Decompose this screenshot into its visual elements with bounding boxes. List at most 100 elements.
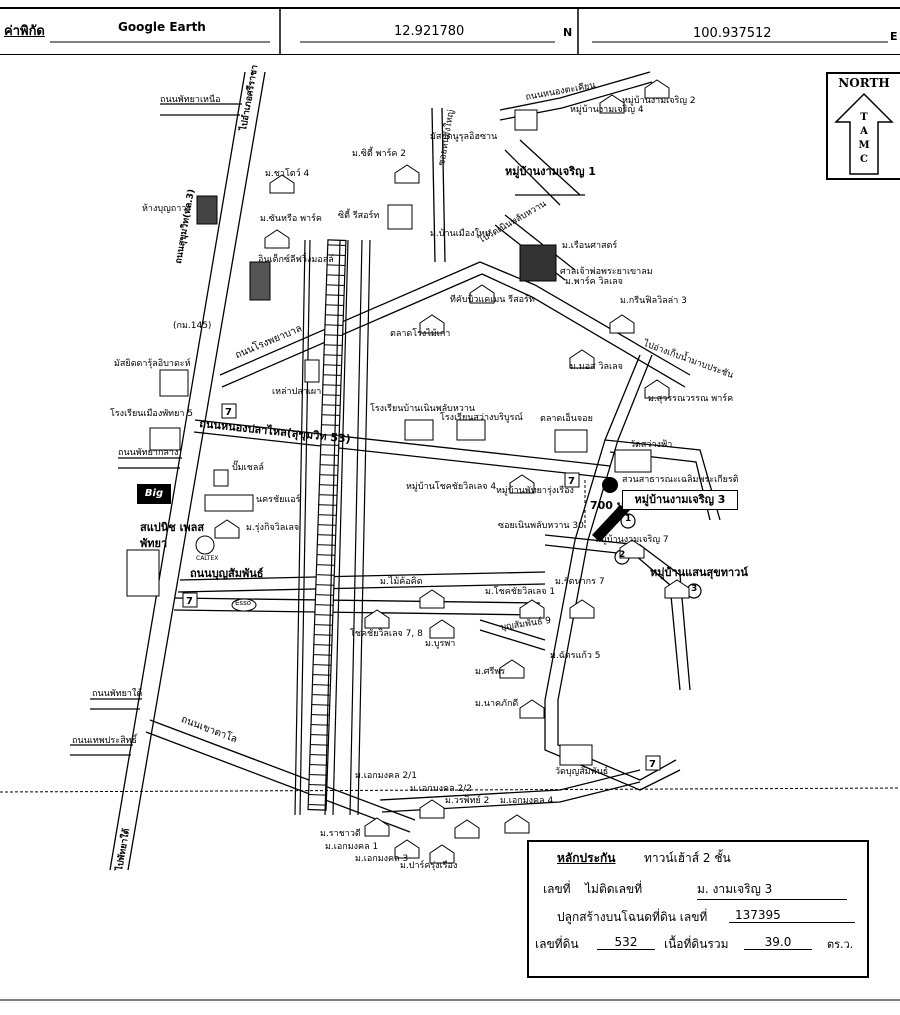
road-east	[544, 354, 681, 791]
wat-boon-icon	[559, 744, 593, 766]
road-north-branch	[160, 103, 242, 116]
north-arrow-shape	[834, 92, 894, 175]
info-area-label: เนื้อที่ดินรวม	[664, 937, 729, 951]
tree-icon	[602, 477, 618, 493]
place-ban-park: ม.ซันหรือ พาร์ค	[260, 214, 322, 224]
place-big-c: สแปนิช เพลสพัทยา	[140, 521, 205, 550]
building-spanish	[126, 549, 160, 597]
place-caltex: CALTEX	[196, 555, 219, 562]
road-label-soi30: ซอยเนินพลับหวาน 30	[498, 521, 584, 531]
place-city-park: ม.ซิตี้ พาร์ค 2	[352, 149, 407, 159]
place-chatkaew: ม.ฉัตรแก้ว 5	[550, 651, 601, 661]
north-letter-a: A	[860, 126, 868, 137]
house-icon	[419, 314, 445, 334]
place-wat-sawang: วัดสว่างฟ้า	[630, 440, 673, 450]
house-icon	[569, 599, 595, 619]
bus-icon	[204, 494, 254, 512]
place-park-rung: ม.ปาร์ครุ่งเรือง	[400, 861, 458, 871]
svg-text:7: 7	[568, 476, 575, 487]
house-icon	[364, 609, 390, 629]
place-ekmongkol22: ม.เอกมงคล 2/2	[410, 784, 472, 794]
place-chokchai78: โชคชัยวิลเลจ 7, 8	[350, 629, 423, 639]
road-nongplalai-end	[574, 461, 611, 479]
info-built-on: ปลูกสร้างบนโฉนดที่ดิน เลขที่	[557, 910, 708, 924]
info-land-label: เลขที่ดิน	[535, 937, 579, 951]
road-village1-grid	[494, 139, 585, 281]
road-label-pattaya-nuea: ถนนพัทยาเหนือ	[160, 95, 221, 105]
school5-icon	[149, 427, 181, 451]
building-boonthavorn	[196, 195, 218, 225]
place-cemetery: สวนสาธารณะเฉลิมพระเกียรติ	[622, 475, 739, 485]
place-naphakdi: ม.นาคภักดี	[475, 699, 519, 709]
place-pump: ปั๊มเชลล์	[232, 463, 264, 473]
marker-1-label: 1	[625, 514, 632, 524]
north-title: NORTH	[838, 76, 890, 90]
marker-2-label: 2	[619, 550, 626, 560]
place-village1: หมู่บ้านงามเจริญ 1	[505, 165, 596, 178]
info-land-no: 532	[597, 935, 655, 950]
place-wara: ม.วรพิทย์ 2	[445, 796, 490, 806]
svg-text:7: 7	[225, 407, 232, 418]
place-pattaya-house: หมู่บ้านพัทยารุ่งเรือง	[496, 486, 574, 496]
place-ekmongkol1: ม.เอกมงคล 1	[325, 842, 379, 852]
place-central: ห้างบุญถาวร	[142, 204, 192, 214]
house-icon	[454, 819, 480, 839]
pump-icon	[213, 469, 229, 487]
road-sukhumvit-w	[109, 71, 246, 871]
distance-label: 700 ม.	[590, 499, 629, 512]
house-icon	[269, 174, 295, 194]
place-wat-boon: วัดบุญสัมพันธ์	[555, 767, 609, 777]
place-sukhum-town: หมู่บ้านแสนสุขทาวน์	[650, 566, 748, 579]
road-sukhumvit-e	[127, 71, 266, 871]
place-mosque-top: มัสยิดนูรุลอิฮซาน	[430, 132, 498, 142]
latitude-dir: N	[563, 26, 573, 39]
house-icon	[429, 619, 455, 639]
road-thepprasit	[70, 744, 133, 756]
place-tamnak: ศาลเจ้าพ่อพระยาเขาลม	[560, 267, 653, 277]
house-icon	[644, 79, 670, 99]
shrine-icon	[519, 244, 557, 282]
mosque-icon	[159, 369, 189, 397]
big-c-logo: Big	[137, 484, 171, 504]
info-no-value: ไม่ติดเลขที่	[585, 882, 643, 896]
road-label-pattaya-klang: ถนนพัทยากลาง	[118, 448, 179, 458]
house-icon	[609, 314, 635, 334]
mosque-top-icon	[514, 109, 538, 131]
house-icon	[419, 589, 445, 609]
road-vertical-north	[431, 107, 446, 263]
coord-label: ค่าพิกัด	[4, 24, 45, 39]
collateral-info-box: หลักประกัน ทาวน์เฮ้าส์ 2 ชั้น เลขที่ ไม่…	[527, 840, 869, 978]
north-arrow: NORTH T A M C	[826, 72, 900, 180]
house-icon	[519, 599, 545, 619]
esso-icon	[231, 598, 257, 612]
marker-1	[620, 513, 636, 529]
place-village3-box: หมู่บ้านงามเจริญ 3	[622, 490, 738, 510]
place-rachawadee: ม.ราชาวดี	[320, 829, 361, 839]
house-icon	[394, 839, 420, 859]
house-icon	[214, 519, 240, 539]
info-type: ทาวน์เฮ้าส์ 2 ชั้น	[644, 851, 731, 865]
longitude-dir: E	[890, 30, 898, 43]
house-icon	[569, 349, 595, 369]
caltex-icon	[195, 535, 215, 555]
place-bun-muang: ม.บ้านเมืองใหม่	[430, 229, 491, 239]
place-rattanakorn: ม.รัตนากร 7	[555, 577, 605, 587]
km145-label: (กม.145)	[173, 321, 212, 331]
market-enjoy-icon	[554, 429, 588, 453]
info-no-label: เลขที่	[543, 882, 571, 896]
road-cross	[173, 597, 541, 616]
place-village2: หมู่บ้านงามเจริญ 2	[622, 96, 696, 106]
place-mai-lot: ม.ไม้ค้อคิด	[380, 577, 423, 587]
road-label-pattaya-tai: ถนนพัทยาใต้	[92, 689, 143, 699]
place-kittai: ทีคับบิวแคเมน รีสอร์ท	[450, 295, 535, 305]
railway	[294, 239, 371, 816]
place-index: อินเด็กซ์ลีฟวิ่งมอลล์	[258, 255, 334, 265]
house-icon	[504, 814, 530, 834]
road-label-thepprasit: ถนนเทพประสิทธิ์	[72, 736, 137, 746]
place-ekmongkol3: ม.เอกมงคล 3	[355, 854, 409, 864]
target-block	[592, 505, 630, 542]
road-boonsamphan	[177, 574, 406, 593]
info-title: หลักประกัน	[557, 851, 616, 865]
place-supawan-park: ม.สุวรรณวรรณ พาร์ค	[648, 394, 734, 404]
school-nongprue-icon	[404, 419, 434, 441]
